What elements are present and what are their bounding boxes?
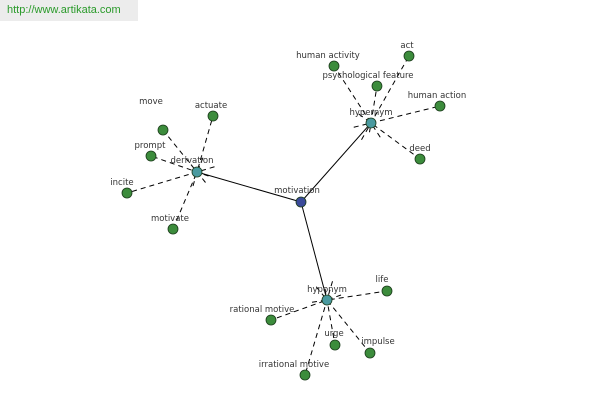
label-prompt[interactable]: prompt <box>135 141 167 151</box>
edge-hypernym-act <box>361 55 410 140</box>
label-impulse[interactable]: impulse <box>361 337 394 347</box>
node-actuate[interactable] <box>207 110 219 122</box>
label-urge[interactable]: urge <box>324 329 343 339</box>
node-hypernym[interactable] <box>365 117 377 129</box>
label-life[interactable]: life <box>376 275 389 285</box>
node-psychological-feature[interactable] <box>371 80 383 92</box>
node-layer <box>121 50 446 381</box>
label-hyponym[interactable]: hyponym <box>307 285 347 295</box>
label-derivation[interactable]: derivation <box>170 156 213 166</box>
edge-hypernym-psychological-feature <box>369 85 378 133</box>
label-irrational-motive[interactable]: irrational motive <box>259 360 329 370</box>
edge-hyponym-irrational-motive <box>304 281 333 376</box>
label-psychological-feature[interactable]: psychological feature <box>322 71 413 81</box>
label-human-action[interactable]: human action <box>408 91 467 101</box>
node-urge[interactable] <box>329 339 341 351</box>
edge-hypernym-human-action <box>353 105 441 128</box>
label-incite[interactable]: incite <box>110 178 133 188</box>
node-deed[interactable] <box>414 153 426 165</box>
node-human-activity[interactable] <box>328 60 340 72</box>
edge-center-hypernym <box>300 122 372 203</box>
node-motivation[interactable] <box>295 196 307 208</box>
label-human-activity[interactable]: human activity <box>296 51 360 61</box>
node-impulse[interactable] <box>364 347 376 359</box>
node-life[interactable] <box>381 285 393 297</box>
node-irrational-motive[interactable] <box>299 369 311 381</box>
label-rational-motive[interactable]: rational motive <box>230 305 295 315</box>
node-motivate[interactable] <box>167 223 179 235</box>
node-incite[interactable] <box>121 187 133 199</box>
label-move[interactable]: move <box>139 97 163 107</box>
node-human-action[interactable] <box>434 100 446 112</box>
label-hypernym[interactable]: hypernym <box>349 108 392 118</box>
label-actuate[interactable]: actuate <box>195 101 227 111</box>
edge-center-derivation <box>196 171 302 203</box>
watermark-url[interactable]: http://www.artikata.com <box>0 0 138 21</box>
label-deed[interactable]: deed <box>409 144 430 154</box>
edge-center-hyponym <box>300 201 328 301</box>
node-move[interactable] <box>157 124 169 136</box>
label-motivate[interactable]: motivate <box>151 214 189 224</box>
node-derivation[interactable] <box>191 166 203 178</box>
node-act[interactable] <box>403 50 415 62</box>
label-act[interactable]: act <box>400 41 414 51</box>
label-layer: motivation derivation move actuate prompt inc… <box>110 41 466 370</box>
node-rational-motive[interactable] <box>265 314 277 326</box>
node-prompt[interactable] <box>145 150 157 162</box>
edge-derivation-incite <box>126 166 215 194</box>
label-motivation[interactable]: motivation <box>274 186 320 196</box>
node-hyponym[interactable] <box>321 294 333 306</box>
